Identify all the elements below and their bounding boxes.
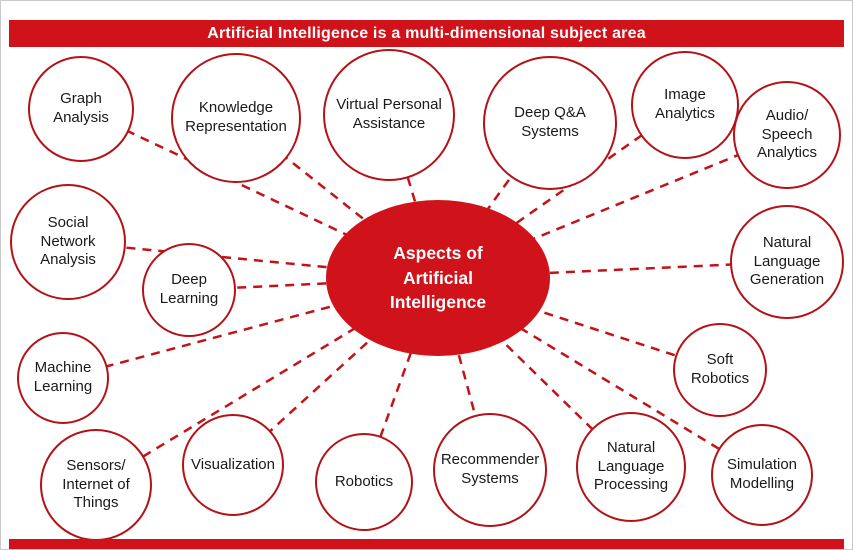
- node-label: Social Network Analysis: [40, 213, 96, 269]
- node-simulation-modelling: Simulation Modelling: [711, 424, 813, 526]
- node-knowledge-representation: Knowledge Representation: [171, 53, 301, 183]
- node-label: Image Analytics: [654, 86, 716, 122]
- central-topic-ellipse: Aspects of Artificial Intelligence: [326, 200, 550, 356]
- node-label: Simulation Modelling: [726, 456, 798, 492]
- node-label: Robotics: [334, 472, 394, 490]
- node-label: Virtual Personal Assistance: [336, 96, 442, 132]
- node-graph-analysis: Graph Analysis: [28, 56, 134, 162]
- bottom-red-bar: [9, 539, 844, 549]
- node-sensors-internet-of-things: Sensors/ Internet of Things: [40, 429, 152, 541]
- node-social-network-analysis: Social Network Analysis: [10, 184, 126, 300]
- node-image-analytics: Image Analytics: [631, 51, 739, 159]
- connector-line: [437, 260, 788, 280]
- node-label: Soft Robotics: [690, 351, 750, 387]
- node-label: Natural Language Generation: [749, 233, 825, 289]
- node-label: Natural Language Processing: [593, 438, 669, 494]
- node-machine-learning: Machine Learning: [17, 332, 109, 424]
- node-label: Graph Analysis: [53, 90, 109, 126]
- connector-line: [67, 240, 439, 280]
- title-banner: Artificial Intelligence is a multi-dimen…: [9, 20, 844, 47]
- node-deep-learning: Deep Learning: [142, 243, 236, 337]
- central-topic-label: Aspects of Artificial Intelligence: [389, 243, 487, 313]
- node-label: Audio/ Speech Analytics: [756, 106, 818, 162]
- slide-title: Artificial Intelligence is a multi-dimen…: [207, 24, 646, 42]
- node-natural-language-generation: Natural Language Generation: [730, 205, 844, 319]
- node-soft-robotics: Soft Robotics: [673, 323, 767, 417]
- node-robotics: Robotics: [315, 433, 413, 531]
- node-natural-language-processing: Natural Language Processing: [576, 412, 686, 522]
- node-label: Sensors/ Internet of Things: [62, 456, 130, 512]
- node-label: Knowledge Representation: [185, 99, 287, 135]
- connector-line: [387, 114, 440, 279]
- node-label: Deep Q&A Systems: [514, 104, 586, 140]
- node-recommender-systems: Recommender Systems: [433, 413, 547, 527]
- node-deep-q-a-systems: Deep Q&A Systems: [483, 56, 617, 190]
- node-visualization: Visualization: [182, 414, 284, 516]
- node-label: Visualization: [191, 455, 275, 473]
- node-label: Machine Learning: [33, 359, 93, 395]
- node-label: Recommender Systems: [440, 451, 540, 487]
- node-audio-speech-analytics: Audio/ Speech Analytics: [733, 81, 841, 189]
- node-virtual-personal-assistance: Virtual Personal Assistance: [323, 49, 455, 181]
- node-label: Deep Learning: [159, 271, 219, 307]
